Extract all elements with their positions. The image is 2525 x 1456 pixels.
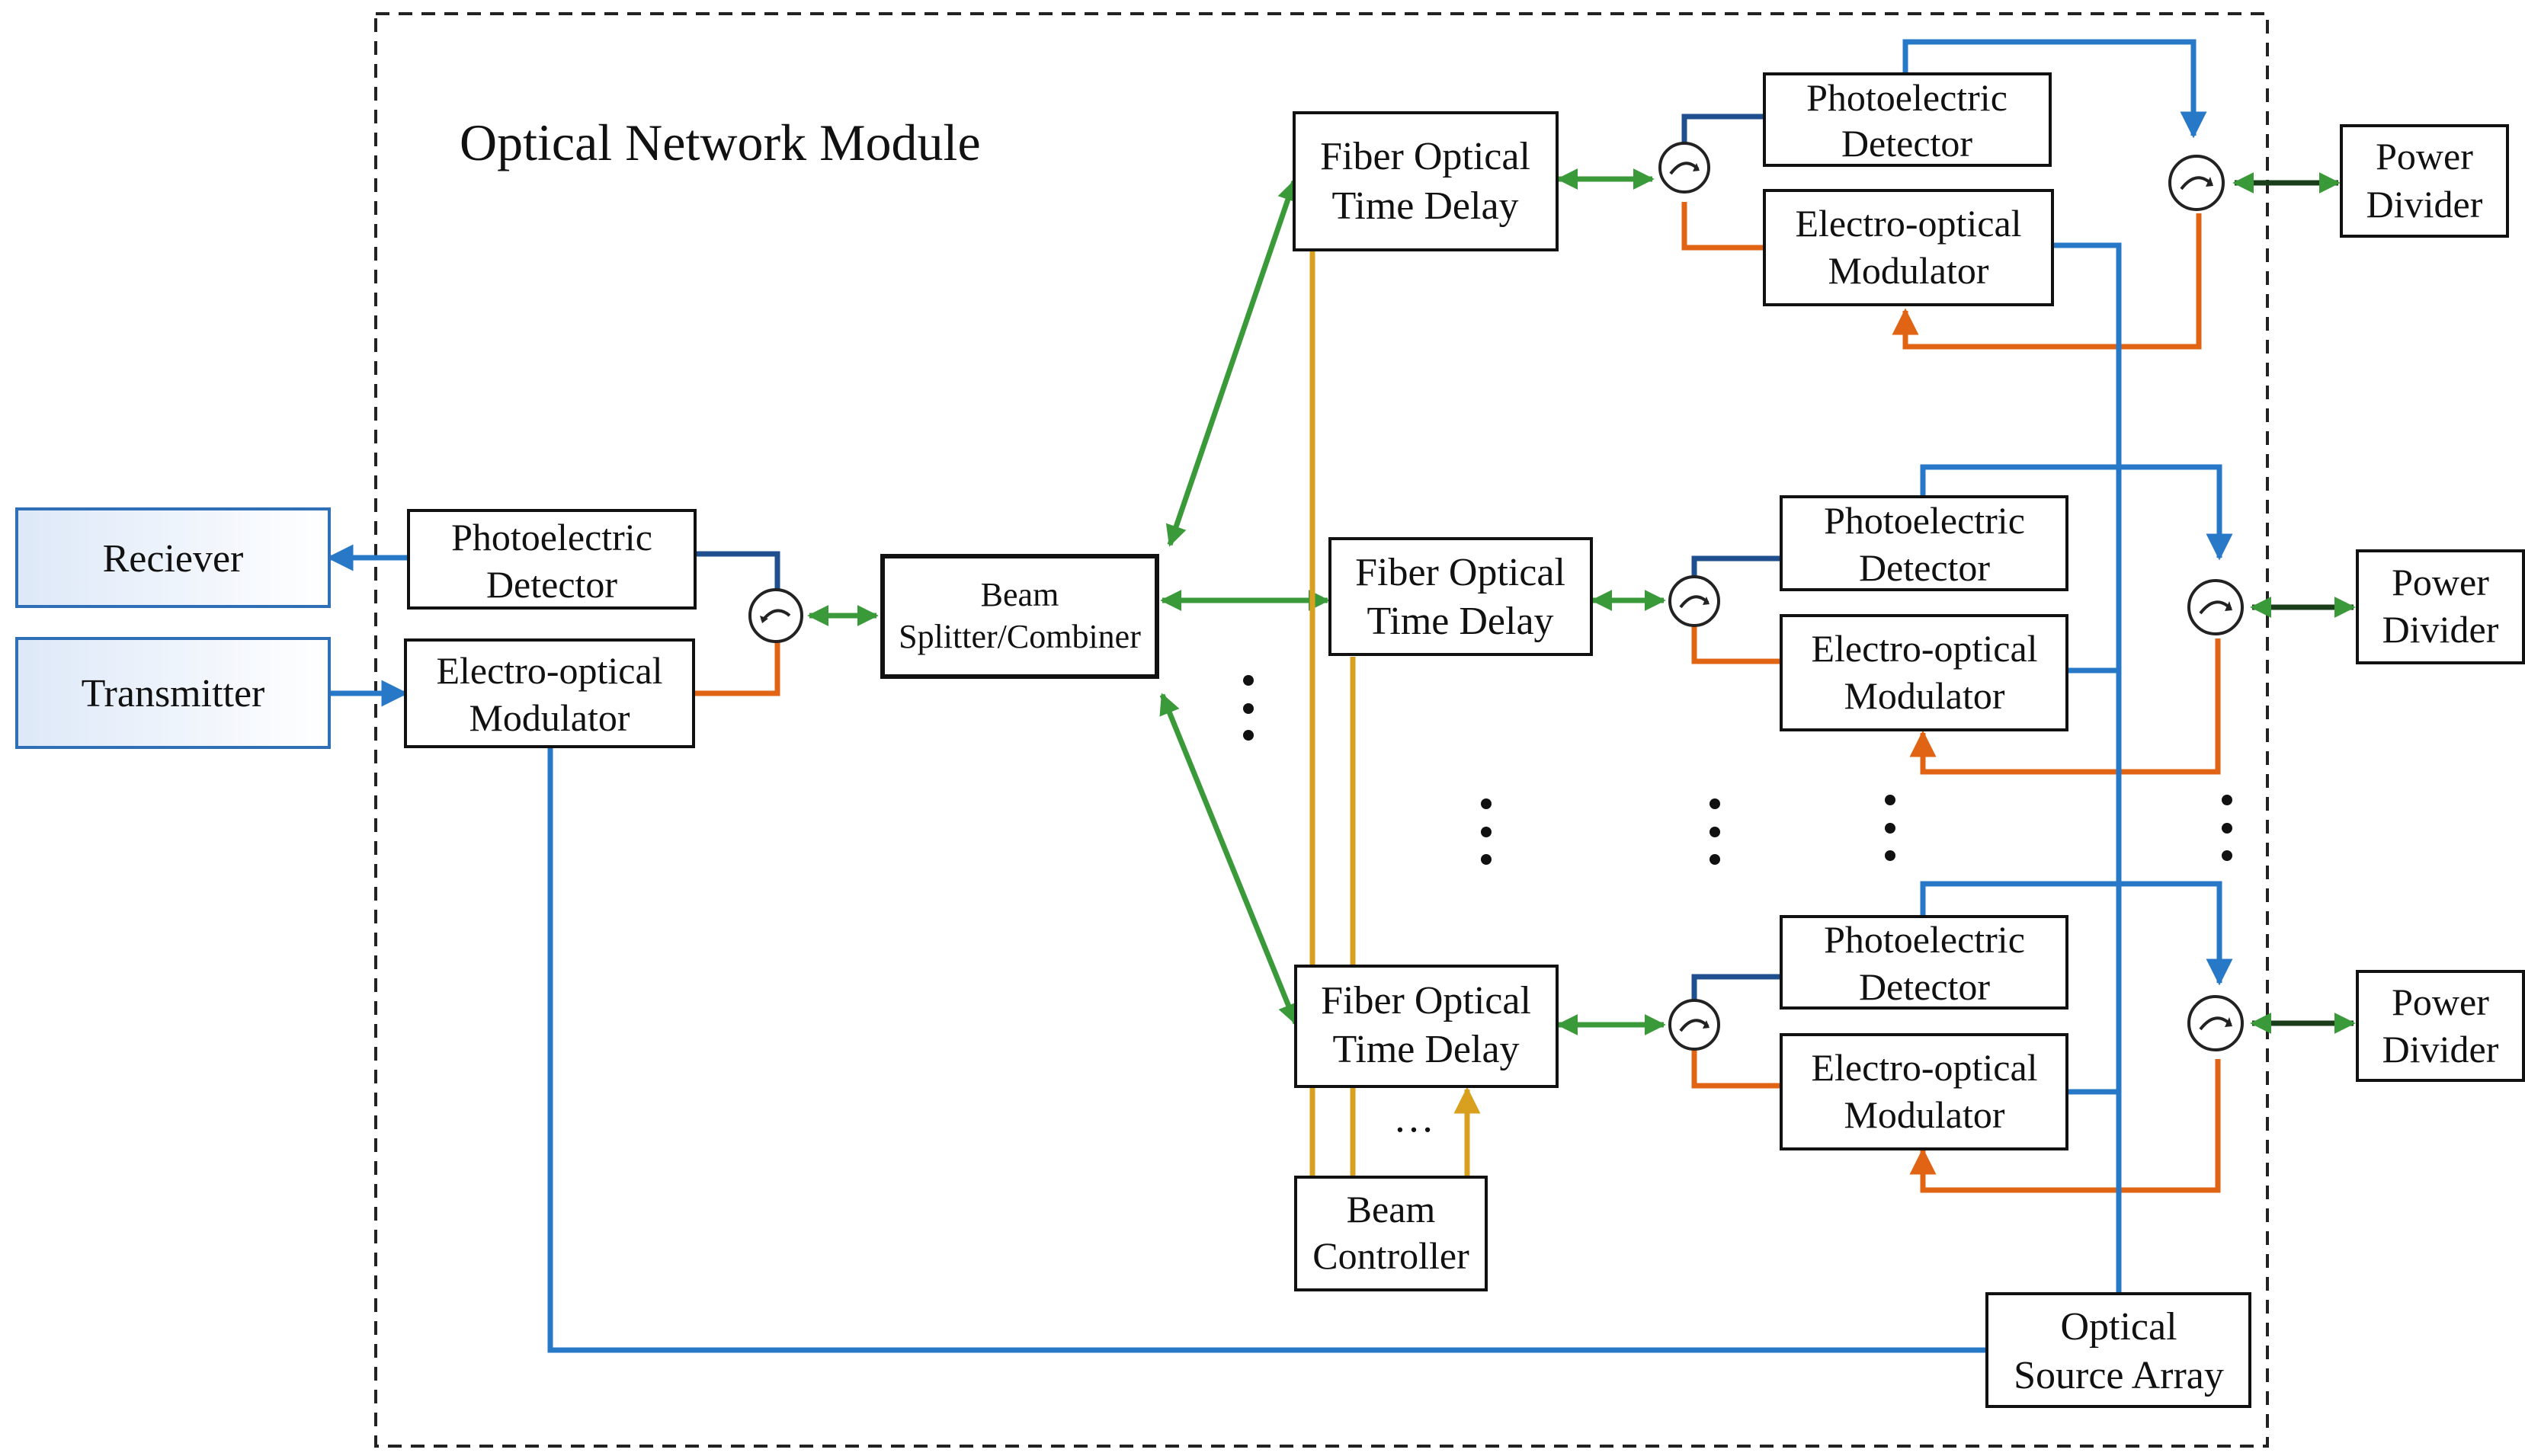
ch2-divider-line-1: Power — [2392, 561, 2489, 603]
transmitter-block: Transmitter — [15, 637, 331, 749]
wire-ch1-rfcirc-to-mod — [1892, 213, 2202, 350]
wire-ch3-rfcirc-to-mod — [1909, 1059, 2221, 1193]
ch3-photodetector-block: Photoelectric Detector — [1780, 915, 2068, 1010]
source-array-line-1: Optical — [2060, 1305, 2177, 1349]
ch1-divider-block: Power Divider — [2340, 124, 2509, 238]
ch1-optical-circulator-icon — [1658, 142, 1710, 194]
ch2-photodetector-line-2: Detector — [1859, 546, 1990, 589]
receiver-block: Reciever — [15, 507, 331, 608]
left-modulator-block: Electro-optical Modulator — [404, 638, 695, 748]
ch2-optical-circulator-icon — [1668, 575, 1720, 627]
ch2-rf-circulator-icon — [2187, 579, 2244, 635]
ch1-divider-line-2: Divider — [2366, 183, 2483, 226]
ch1-modulator-line-1: Electro-optical — [1795, 202, 2021, 245]
wire-source-bus — [2052, 242, 2122, 1294]
ch2-delay-block: Fiber Optical Time Delay — [1328, 537, 1593, 656]
wire-source-to-left-mod — [547, 747, 1987, 1353]
left-photodetector-block: Photoelectric Detector — [407, 509, 697, 610]
ch3-modulator-block: Electro-optical Modulator — [1780, 1033, 2068, 1150]
beam-controller-block: Beam Controller — [1294, 1176, 1488, 1291]
wire-ch2-pd-to-rfcirc — [1920, 464, 2233, 561]
ch1-photodetector-line-1: Photoelectric — [1806, 76, 2008, 119]
wire-ch1-mod-to-circ — [1681, 202, 1764, 251]
ch1-photodetector-block: Photoelectric Detector — [1763, 72, 2052, 167]
ch3-photodetector-line-2: Detector — [1859, 965, 1990, 1008]
left-modulator-line-2: Modulator — [469, 696, 630, 739]
ch1-modulator-block: Electro-optical Modulator — [1763, 189, 2054, 306]
ch3-optical-circulator-icon — [1668, 999, 1720, 1051]
wire-ch2-mod-to-circ — [1691, 623, 1781, 664]
splitter-block: Beam Splitter/Combiner — [880, 554, 1159, 679]
ch3-delay-block: Fiber Optical Time Delay — [1294, 965, 1559, 1088]
ch2-photodetector-block: Photoelectric Detector — [1780, 495, 2068, 591]
ch3-delay-line-2: Time Delay — [1332, 1028, 1519, 1071]
ch1-photodetector-line-2: Detector — [1841, 122, 1972, 165]
splitter-line-2: Splitter/Combiner — [899, 618, 1141, 655]
beam-controller-line-2: Controller — [1312, 1234, 1469, 1277]
vertical-ellipsis-marks — [1243, 675, 2232, 865]
ch3-delay-line-1: Fiber Optical — [1321, 979, 1531, 1022]
wire-ch1-pd-to-rfcirc — [1902, 39, 2207, 139]
ch2-divider-line-2: Divider — [2382, 608, 2499, 651]
controller-ellipsis: … — [1393, 1095, 1434, 1141]
wire-mod-left-to-circ — [694, 642, 780, 696]
wire-pd-left-to-circ — [695, 551, 780, 593]
ch1-delay-block: Fiber Optical Time Delay — [1293, 111, 1559, 251]
module-border — [374, 12, 2269, 1448]
ch3-modulator-line-1: Electro-optical — [1811, 1046, 2037, 1089]
ch1-divider-line-1: Power — [2376, 135, 2473, 178]
wire-ch3-circ-to-pd — [1691, 974, 1781, 1002]
ch2-delay-line-2: Time Delay — [1367, 600, 1553, 643]
ch3-divider-line-2: Divider — [2382, 1028, 2499, 1070]
wire-ch2-rfcirc-to-mod — [1909, 638, 2221, 775]
ch2-modulator-block: Electro-optical Modulator — [1780, 614, 2068, 731]
ch2-modulator-line-2: Modulator — [1844, 674, 2004, 717]
ch1-modulator-line-2: Modulator — [1828, 249, 1988, 292]
ch2-divider-block: Power Divider — [2356, 549, 2525, 664]
left-photodetector-line-1: Photoelectric — [451, 516, 652, 558]
left-photodetector-line-2: Detector — [486, 563, 617, 606]
receiver-label: Reciever — [103, 537, 244, 581]
ch3-modulator-line-2: Modulator — [1844, 1093, 2004, 1136]
wire-ch3-mod-to-circ — [1691, 1048, 1781, 1089]
wire-splitter-to-delay-3 — [1159, 693, 1299, 1026]
ch1-rf-circulator-icon — [2168, 155, 2225, 211]
ch1-delay-line-2: Time Delay — [1331, 184, 1518, 228]
wire-ch2-circ-to-pd — [1691, 555, 1781, 579]
wire-ch3-pd-to-rfcirc — [1920, 881, 2233, 986]
ch3-rf-circulator-icon — [2187, 995, 2244, 1051]
ch3-photodetector-line-1: Photoelectric — [1824, 918, 2025, 961]
beam-controller-line-1: Beam — [1347, 1188, 1436, 1230]
ch1-delay-line-1: Fiber Optical — [1320, 135, 1530, 178]
source-array-line-2: Source Array — [2014, 1354, 2224, 1397]
left-modulator-line-1: Electro-optical — [436, 649, 662, 692]
optical-source-array-block: Optical Source Array — [1985, 1292, 2251, 1408]
ch2-photodetector-line-1: Photoelectric — [1824, 499, 2025, 542]
ch3-divider-line-1: Power — [2392, 981, 2489, 1023]
splitter-line-1: Beam — [981, 576, 1059, 613]
ch3-divider-block: Power Divider — [2356, 970, 2525, 1082]
ch2-delay-line-1: Fiber Optical — [1355, 551, 1565, 594]
left-circulator-icon — [748, 588, 803, 643]
module-title: Optical Network Module — [460, 114, 981, 171]
transmitter-label: Transmitter — [82, 672, 265, 715]
wire-splitter-to-delay-1 — [1165, 179, 1299, 547]
ch2-modulator-line-1: Electro-optical — [1811, 627, 2037, 670]
